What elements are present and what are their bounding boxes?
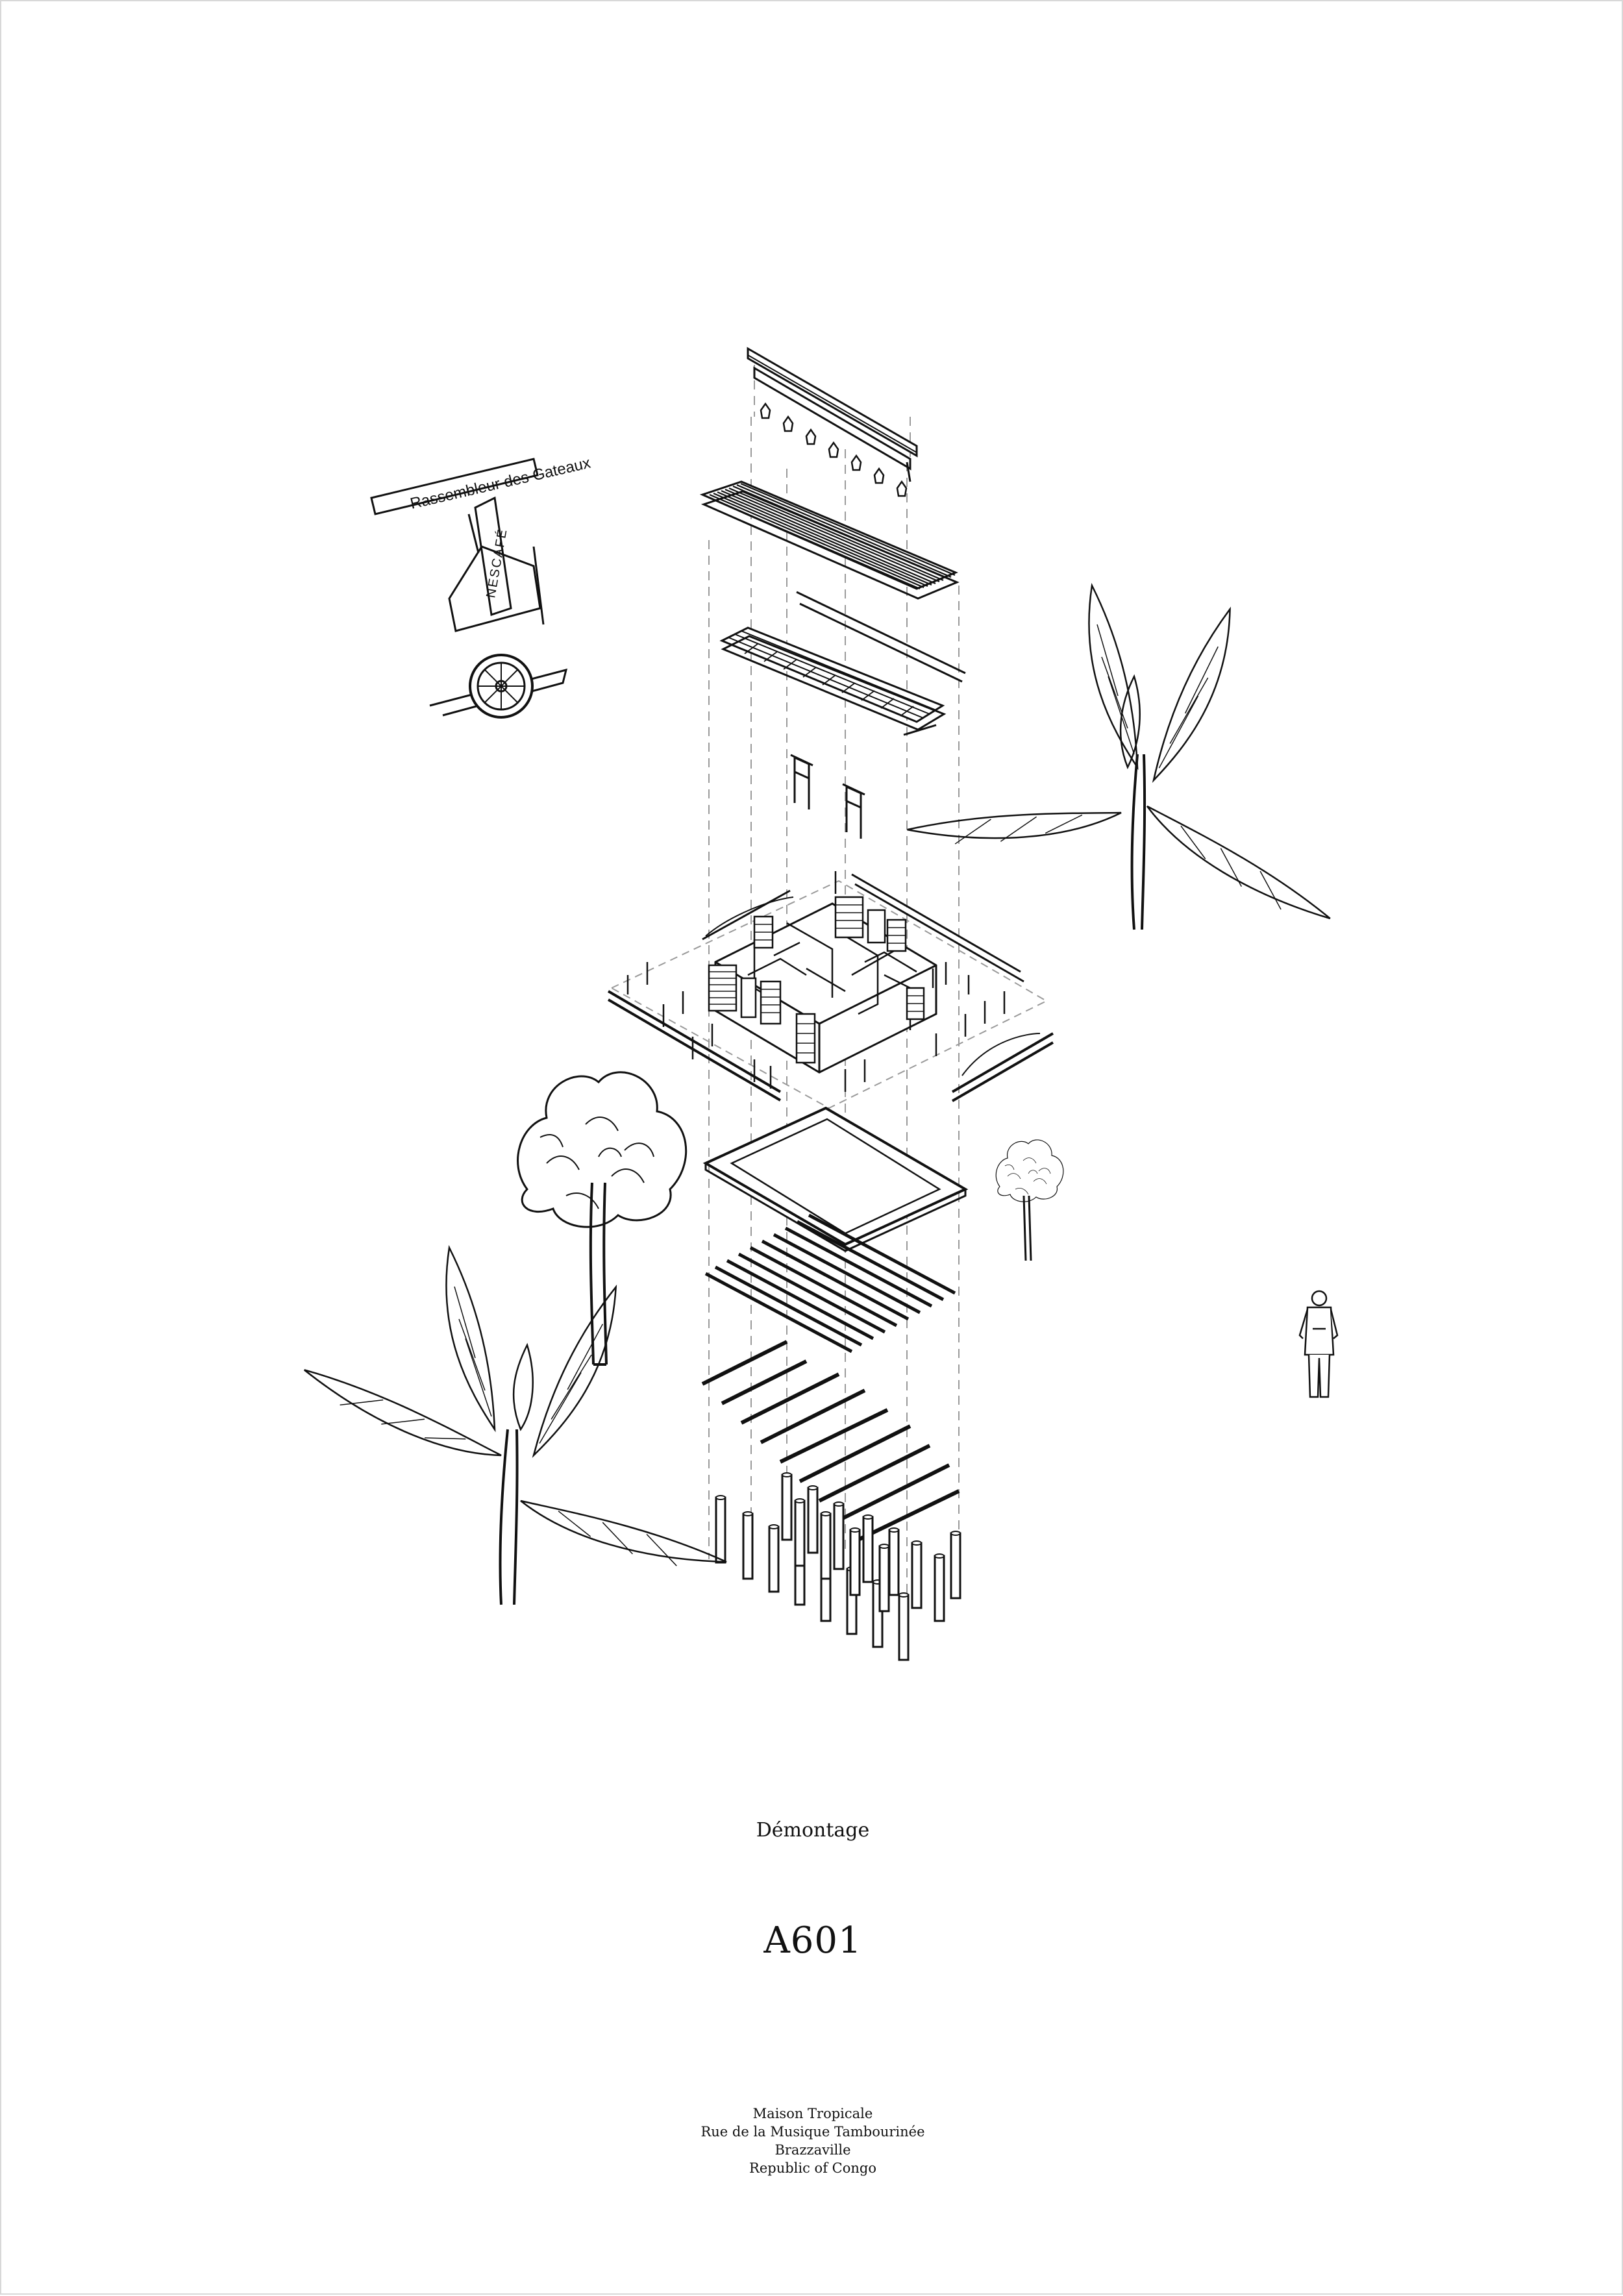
address-line: Rue de la Musique Tambourinée [700, 2124, 925, 2140]
sheet-number: A601 [763, 1920, 862, 1962]
piles-layer [715, 1472, 961, 1661]
address-line: Brazzaville [774, 2142, 851, 2158]
column-brackets [789, 754, 866, 840]
standing-person [1298, 1290, 1339, 1398]
papaya-tree-left [517, 1071, 688, 1366]
roof-structure-layer [719, 591, 966, 736]
corrugated-roof-layer [699, 480, 960, 600]
roof-finials [760, 402, 908, 497]
small-tree-right [995, 1139, 1064, 1261]
floor-frame-layer [702, 1106, 969, 1252]
joists-layer [704, 1213, 956, 1353]
banana-plant-upper-right [906, 584, 1332, 940]
roof-ridge-layer [747, 347, 918, 482]
drawing-caption: Démontage [756, 1819, 870, 1842]
beams-layer [701, 1340, 960, 1542]
cart-illustration [370, 458, 568, 719]
address-block: Maison Tropicale Rue de la Musique Tambo… [1, 2105, 1623, 2177]
address-line: Republic of Congo [749, 2160, 876, 2176]
banana-plant-lower-left [295, 1246, 728, 1605]
address-line: Maison Tropicale [752, 2106, 873, 2121]
floor-and-walls-layer [607, 871, 1054, 1109]
